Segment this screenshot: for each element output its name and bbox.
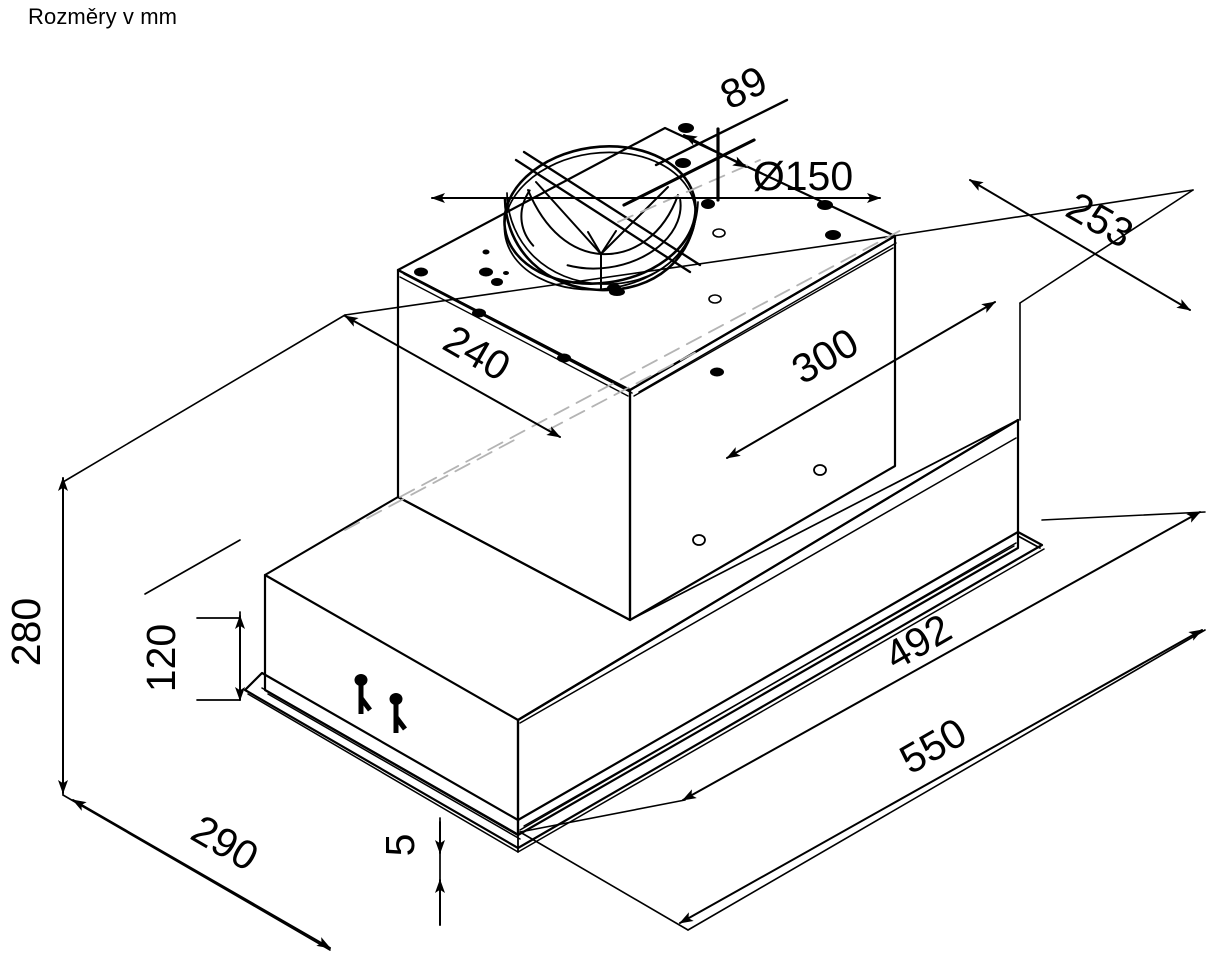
hood-front-rim-a [261, 687, 517, 834]
rivet-dot [479, 267, 493, 277]
rivet-dot [491, 278, 503, 286]
hood-body-top-left [263, 495, 632, 622]
motor-box-left-face [396, 268, 632, 622]
page-title: Rozměry v mm [28, 4, 178, 29]
rivet-dot [557, 353, 571, 363]
dim-240-line [344, 315, 561, 438]
hood-body-top-inner-edge [629, 419, 1019, 621]
hood-front-rim-b [267, 693, 521, 840]
motor-box-right-face [628, 234, 897, 622]
dimension-240: 240 [344, 315, 561, 438]
dim-290-line [72, 799, 331, 949]
rivet-dot [817, 200, 833, 210]
screw-head [389, 693, 403, 705]
dimension-300: 300 [726, 301, 996, 459]
rivet-dot [472, 308, 486, 318]
dim-120-label: 120 [138, 624, 184, 692]
dimension-diameter-150: Ø150 [431, 153, 881, 203]
rivet-dot [712, 228, 726, 238]
front-panel-screws [354, 674, 407, 733]
flange-outline [243, 530, 1044, 850]
duct-outlet [503, 145, 702, 292]
screw-shaft-right [393, 703, 407, 733]
dimension-annotations: 89 Ø150 253 240 300 [3, 57, 1203, 949]
flange-edge-b [517, 548, 1045, 853]
dimension-290: 290 [72, 799, 331, 949]
dimension-253: 253 [969, 179, 1191, 311]
rivet-dot [414, 267, 428, 277]
rivet-dot [825, 230, 841, 240]
rivet-dot [609, 288, 625, 296]
dimension-5: 5 [377, 817, 445, 926]
hidden-diagonal-main [399, 227, 906, 498]
dim-280-label: 280 [3, 598, 49, 666]
dim-550-line [679, 629, 1203, 924]
ext-bottom-short [519, 799, 686, 833]
ext-bottom-mid-diag [519, 831, 689, 931]
duct-flap-blade-a [514, 158, 692, 274]
dim-253-label: 253 [1059, 183, 1141, 257]
flange-edge-a [247, 693, 519, 853]
ext-left-top [62, 314, 346, 483]
rivet-dot [813, 464, 827, 476]
rivet-dot [692, 534, 706, 546]
dim-300-label: 300 [784, 319, 866, 393]
dimension-120: 120 [138, 539, 245, 701]
ext-top-right [892, 189, 1194, 237]
dim-89-ext-upper [654, 98, 789, 167]
rivet-dot [710, 367, 724, 377]
dim-300-line [726, 301, 996, 459]
dim-290-label: 290 [184, 806, 266, 880]
motor-box-top-rim-left [403, 273, 633, 394]
ext-top-back [344, 235, 894, 316]
dimension-280: 280 [3, 477, 68, 794]
dim-5-label: 5 [377, 834, 423, 857]
dim-89-line [683, 134, 747, 168]
flange-corner-left [244, 672, 263, 691]
mounting-flange [243, 530, 1045, 853]
ext-right-mid [1041, 511, 1206, 521]
duct-flap-blade-b [522, 150, 702, 267]
hidden-duct-axis [617, 159, 761, 223]
hood-body-front-face [263, 573, 520, 837]
rivet-dot [503, 271, 509, 275]
hidden-lines [344, 159, 906, 531]
motor-box-top-rim-right2 [633, 247, 894, 397]
hood-right-rim-a [519, 437, 1017, 724]
screw-shaft-left [358, 684, 372, 714]
ext-bottom-right-diag [687, 629, 1206, 931]
rivet-dot [701, 199, 715, 209]
dim-120-leader [144, 539, 241, 595]
rivet-dot [482, 249, 490, 255]
rivet-dot [708, 294, 722, 304]
dim-150-label: Ø150 [753, 153, 853, 199]
rivet-dot [678, 123, 694, 133]
dim-89-label: 89 [713, 57, 775, 119]
dim-253-line [969, 179, 1191, 311]
dim-120-ext-top [196, 611, 241, 619]
screw-head [354, 674, 368, 686]
rivet-dot [675, 158, 691, 168]
fastener-dots [414, 123, 841, 546]
hidden-diagonal-short [547, 349, 701, 431]
dimension-550: 550 [679, 629, 1203, 924]
motor-box-top-rim-left2 [399, 276, 629, 397]
hidden-box-base [344, 436, 521, 531]
